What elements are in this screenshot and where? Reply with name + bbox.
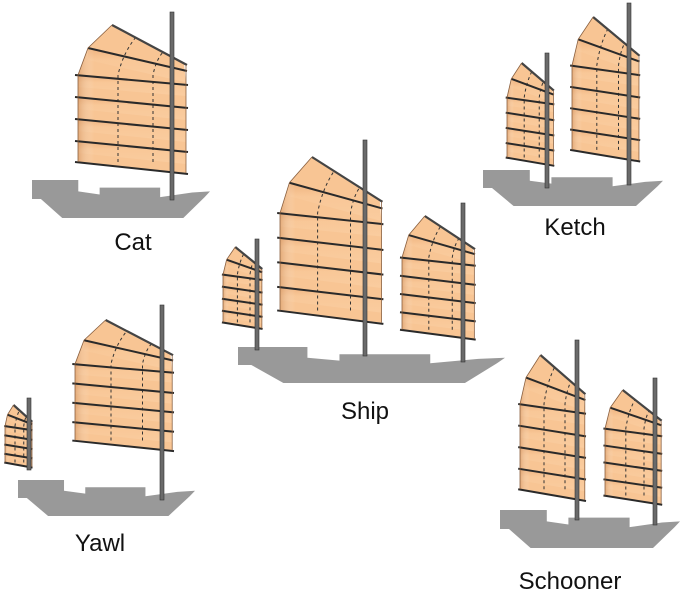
label-schooner: Schooner <box>518 568 622 595</box>
sail-ketch-main <box>570 17 640 162</box>
mast-ketch-main <box>626 2 632 186</box>
mast-yawl-mizzen <box>26 397 32 471</box>
label-cat: Cat <box>114 229 152 256</box>
hull-ketch <box>483 170 663 206</box>
mast-ship-mizzen <box>254 238 260 351</box>
mast-cat <box>169 11 175 201</box>
sail-schooner-main <box>603 390 662 505</box>
sail-ship-main <box>277 157 383 324</box>
hull-yawl <box>18 480 195 516</box>
sail-cat-main <box>75 25 188 174</box>
sail-yawl-main <box>72 320 174 451</box>
mast-ship-main <box>362 139 368 357</box>
label-yawl: Yawl <box>74 530 126 557</box>
hull-schooner <box>500 510 680 548</box>
mast-yawl-main <box>159 304 165 501</box>
sail-ship-mizzen <box>222 247 263 329</box>
mast-schooner-fore <box>574 339 580 521</box>
label-ship: Ship <box>340 398 390 425</box>
label-ketch: Ketch <box>544 214 606 241</box>
mast-ketch-mizzen <box>544 52 550 189</box>
mast-ship-fore <box>460 202 466 363</box>
sail-ketch-mizzen <box>506 63 555 166</box>
hull-ship <box>238 347 505 383</box>
mast-schooner-main <box>652 377 658 526</box>
sail-schooner-fore <box>518 355 586 501</box>
hull-cat <box>32 180 210 218</box>
